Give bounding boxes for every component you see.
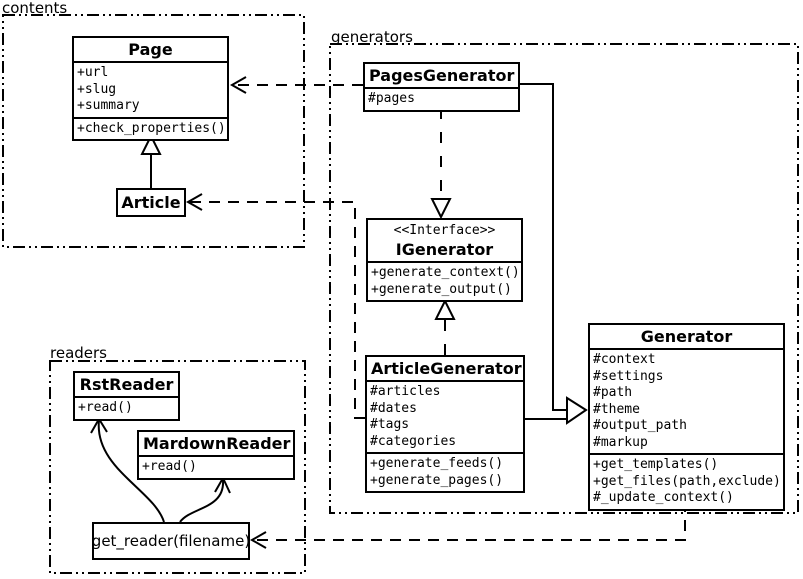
class-box-igenerator: <<Interface>> IGenerator +generate_conte…	[366, 218, 523, 302]
member-line: +generate_output()	[371, 281, 512, 297]
package-border-contents	[2, 14, 305, 248]
member-line: +slug	[77, 81, 117, 97]
package-label-readers: readers	[50, 344, 107, 362]
member-line: #categories	[370, 433, 457, 449]
class-methods-articlegenerator: +generate_feeds()+generate_pages()	[367, 452, 523, 491]
class-methods-generator: +get_templates()+get_files(path,exclude)…	[590, 453, 783, 509]
class-title-mardownreader: MardownReader	[143, 434, 291, 453]
class-attributes-articlegenerator: #articles#dates#tags#categories	[367, 380, 523, 452]
open-arrowhead-article	[185, 193, 203, 211]
member-line: #dates	[370, 400, 417, 416]
class-box-rstreader: RstReader +read()	[73, 371, 180, 421]
member-line: #pages	[368, 91, 415, 106]
member-line: +generate_pages()	[370, 472, 504, 488]
member-line: #tags	[370, 417, 410, 432]
class-box-articlegenerator: ArticleGenerator #articles#dates#tags#ca…	[365, 355, 525, 493]
class-methods-rstreader: +read()	[75, 396, 178, 419]
class-box-article: Article	[116, 188, 186, 217]
package-border-generators	[329, 43, 799, 514]
triangle-arrowhead-igenerator-top	[430, 198, 452, 220]
member-line: +get_files(path,exclude)	[593, 473, 781, 489]
edge-getreader-to-rstreader	[97, 419, 165, 523]
class-attributes-page: +url+slug+summary	[74, 61, 227, 117]
edge-pagesgenerator-extends-generator	[519, 83, 567, 411]
class-title-rstreader: RstReader	[79, 375, 174, 394]
package-border-readers	[49, 360, 306, 574]
member-line: #context	[593, 352, 656, 367]
open-arrowhead-getreader	[249, 531, 267, 549]
class-methods-igenerator: +generate_context()+generate_output()	[368, 261, 521, 300]
class-title-generator: Generator	[640, 327, 733, 346]
member-line: +read()	[142, 459, 197, 474]
triangle-arrowhead-generator	[566, 396, 588, 425]
member-line: +generate_context()	[371, 265, 520, 280]
class-title-page: Page	[128, 40, 173, 59]
function-node-label: get_reader(filename)	[91, 532, 251, 550]
class-box-page: Page +url+slug+summary +check_properties…	[72, 36, 229, 141]
member-line: #path	[593, 385, 633, 400]
member-line: #theme	[593, 401, 640, 417]
member-line: +generate_feeds()	[370, 456, 504, 471]
class-box-pagesgenerator: PagesGenerator #pages	[363, 62, 520, 112]
triangle-arrowhead-page	[140, 133, 162, 155]
member-line: +summary	[77, 98, 140, 113]
class-attributes-generator: #context#settings#path#theme#output_path…	[590, 348, 783, 453]
member-line: +read()	[78, 400, 133, 415]
class-title-pagesgenerator: PagesGenerator	[369, 66, 515, 85]
member-line: #markup	[593, 434, 648, 450]
member-line: #settings	[593, 368, 664, 384]
class-box-mardownreader: MardownReader +read()	[137, 430, 295, 480]
edge-articlegenerator-uses-article	[190, 201, 365, 419]
member-line: +check_properties()	[77, 120, 226, 136]
triangle-arrowhead-igenerator-bottom	[434, 298, 456, 320]
member-line: +url	[77, 65, 109, 80]
package-label-contents: contents	[2, 0, 68, 17]
class-box-generator: Generator #context#settings#path#theme#o…	[588, 323, 785, 511]
member-line: +get_templates()	[593, 457, 719, 472]
class-attributes-pagesgenerator: #pages	[365, 87, 518, 110]
class-methods-mardownreader: +read()	[139, 455, 293, 478]
edge-getreader-to-mardownreader	[179, 479, 225, 523]
open-arrowhead-page	[229, 76, 247, 94]
class-title-articlegenerator: ArticleGenerator	[371, 359, 522, 378]
member-line: #_update_context()	[593, 490, 734, 505]
member-line: #output_path	[593, 418, 687, 433]
class-methods-page: +check_properties()	[74, 116, 227, 140]
class-title-igenerator: IGenerator	[395, 240, 494, 259]
class-title-article: Article	[121, 193, 181, 212]
function-node-get-reader: get_reader(filename)	[92, 522, 250, 560]
edge-generator-uses-getreader	[254, 501, 686, 541]
package-label-generators: generators	[331, 28, 413, 46]
class-stereotype-igenerator: <<Interface>>	[393, 223, 496, 238]
member-line: #articles	[370, 384, 441, 399]
